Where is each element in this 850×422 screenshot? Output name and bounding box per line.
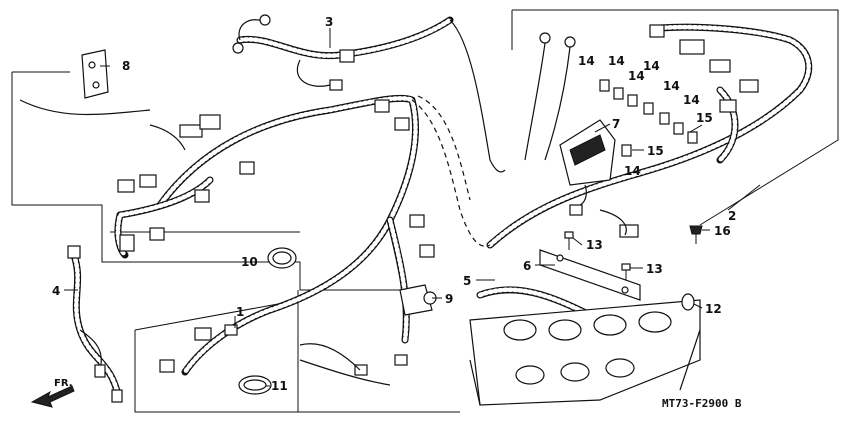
front-arrow: FR. — [30, 378, 75, 408]
callout-14d: 14 — [643, 59, 660, 73]
callout-12: 12 — [705, 302, 722, 316]
leader-lines — [64, 28, 761, 387]
fuses-14-15 — [599, 79, 698, 157]
branch-wires — [19, 42, 627, 386]
sensor-9 — [399, 284, 437, 316]
bolt-13a — [564, 231, 574, 250]
callout-1: 1 — [236, 305, 244, 319]
bracket-6 — [539, 249, 641, 301]
callout-13b: 13 — [646, 262, 663, 276]
callout-16: 16 — [714, 224, 731, 238]
front-arrow-label: FR. — [54, 378, 73, 389]
callout-3: 3 — [325, 15, 333, 29]
diagram-code: MT73-F2900 B — [662, 397, 742, 410]
callout-8: 8 — [122, 59, 130, 73]
callout-2: 2 — [728, 209, 736, 223]
callout-6: 6 — [523, 259, 531, 273]
callout-7: 7 — [612, 117, 620, 131]
callout-13a: 13 — [586, 238, 603, 252]
callout-11: 11 — [271, 379, 288, 393]
throttle-body-assembly — [469, 299, 701, 406]
callout-14g: 14 — [683, 93, 700, 107]
callout-14b: 14 — [608, 54, 625, 68]
callout-5: 5 — [463, 274, 471, 288]
callout-15a: 15 — [696, 111, 713, 125]
main-wire-harness — [114, 23, 813, 376]
callout-14c: 14 — [628, 69, 645, 83]
callout-9: 9 — [445, 292, 453, 306]
callout-10: 10 — [241, 255, 258, 269]
callout-15b: 15 — [647, 144, 664, 158]
bolt-16 — [689, 225, 703, 244]
panel-outlines — [11, 9, 839, 413]
clamp-11 — [238, 375, 272, 395]
callout-14a: 14 — [578, 54, 595, 68]
connectors — [67, 14, 759, 403]
callout-14f: 14 — [624, 164, 641, 178]
callout-14e: 14 — [663, 79, 680, 93]
bolt-13b — [621, 263, 631, 280]
bracket-8 — [81, 49, 109, 99]
callout-4: 4 — [52, 284, 60, 298]
sub-harness-3 — [236, 16, 506, 173]
clamp-10 — [267, 247, 297, 269]
callout-labels: 1 2 3 4 5 6 7 8 9 10 11 12 13 13 14 14 1… — [52, 15, 736, 393]
fuse-box-7 — [559, 119, 616, 207]
clamp-12 — [681, 293, 695, 311]
